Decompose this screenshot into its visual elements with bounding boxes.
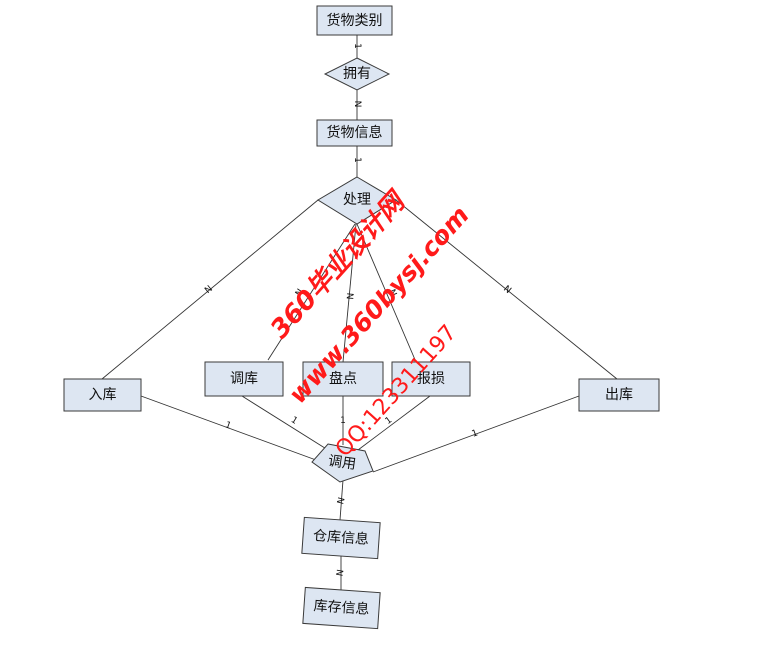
card-process-outbound: N [501,284,513,296]
entity-inbound: 入库 [63,378,142,412]
entity-inbound-label: 入库 [89,387,117,403]
entity-inventory: 盘点 [302,361,384,397]
card-warehouse-stock: N [335,569,346,577]
entity-info: 货物信息 [316,119,393,147]
entity-inventory-label: 盘点 [329,370,357,387]
relation-process: 处理 [317,176,397,225]
edge-process-damage [356,223,417,363]
entity-warehouse-label: 仓库信息 [313,527,370,548]
entity-stock: 库存信息 [302,586,381,630]
card-process-transfer: N [294,287,306,298]
entity-category-label: 货物类别 [327,12,383,29]
edge-process-transfer [267,223,356,361]
edge-transfer-invoke [241,395,329,451]
card-own-info: N [352,101,362,108]
entity-transfer: 调库 [204,361,284,397]
edge-damage-invoke [357,395,431,451]
entity-outbound: 出库 [578,378,660,412]
edge-process-outbound [395,199,618,380]
card-transfer-invoke: 1 [289,415,299,427]
relation-own: 拥有 [323,57,391,91]
edge-process-inbound [101,199,319,380]
edges [101,35,618,590]
card-inventory-invoke: 1 [340,416,346,426]
edge-inbound-invoke [140,395,317,461]
relation-process-label: 处理 [343,192,371,208]
card-category-own: 1 [352,43,362,49]
card-inbound-invoke: 1 [224,420,233,431]
cardinality-labels: 1 N 1 N N N N N 1 1 1 1 1 N N [203,43,513,577]
edge-process-inventory [342,223,357,363]
entity-category: 货物类别 [316,5,393,36]
card-outbound-invoke: 1 [471,428,480,439]
relation-own-label: 拥有 [343,66,371,82]
card-process-inbound: N [203,284,215,296]
card-process-damage: N [386,288,398,298]
edge-outbound-invoke [372,395,580,473]
edge-invoke-warehouse [339,479,344,521]
entity-info-label: 货物信息 [327,124,383,141]
entity-warehouse: 仓库信息 [301,516,381,560]
card-process-inventory: N [344,292,355,300]
card-invoke-warehouse: N [336,496,347,505]
entity-stock-label: 库存信息 [313,597,370,618]
entity-damage: 报损 [391,361,471,397]
card-info-process: 1 [352,157,362,163]
entity-outbound-label: 出库 [605,387,633,403]
entity-transfer-label: 调库 [230,371,258,387]
relation-invoke: 调用 [311,443,374,483]
card-damage-invoke: 1 [384,415,395,426]
relation-invoke-label: 调用 [327,453,357,473]
entity-damage-label: 报损 [417,371,445,387]
